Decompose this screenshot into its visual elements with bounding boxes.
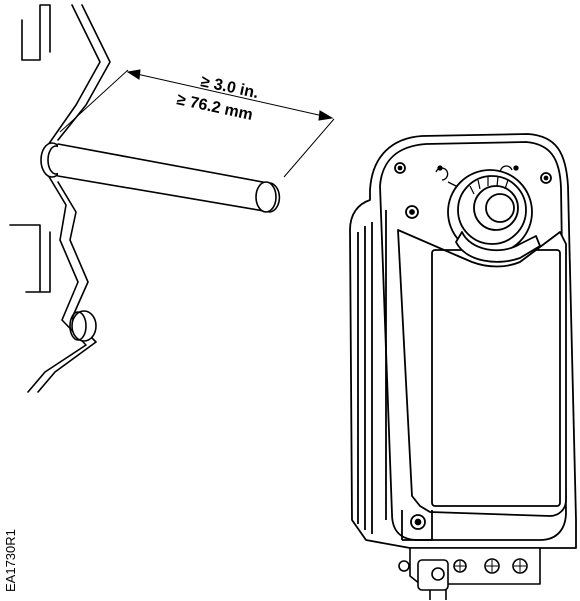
shaft-end: [255, 181, 277, 213]
side-screw-left: [398, 560, 410, 572]
damper-blade-edge: [37, 4, 111, 393]
conduit-socket-hole: [431, 567, 445, 581]
coupling-bore: [485, 193, 515, 223]
damper-assembly: [9, 4, 281, 393]
ground-screw-left-slot: [455, 561, 465, 571]
conduit-stub: [429, 590, 447, 600]
damper-blade: [27, 4, 101, 393]
extension-line-right: [283, 118, 335, 178]
shaft-length-dimension: [59, 69, 335, 178]
arrowhead-right: [318, 110, 334, 121]
top-left-screw-dot: [397, 165, 403, 171]
ground-screw-mid-slot: [486, 560, 498, 572]
actuator: [349, 133, 577, 549]
lower-frame-bracket: [9, 224, 51, 293]
top-right-screw-dot: [543, 175, 549, 181]
coupling-teeth: [469, 176, 509, 195]
ground-screw-right-slot: [514, 560, 526, 572]
bottom-corner-bracket: [401, 510, 433, 541]
drawing-code-label: EA1730R1: [3, 529, 18, 592]
arrowhead-left: [126, 69, 141, 80]
damper-shaft: [57, 143, 281, 213]
dimension-line: [127, 71, 333, 119]
conduit-block: [398, 547, 541, 600]
rivet-head: [71, 310, 97, 342]
housing-side-rail: [357, 210, 387, 534]
extension-line-left: [59, 69, 129, 133]
coupling-clamp: [455, 231, 541, 263]
bottom-left-screw-dot: [414, 518, 422, 526]
upper-frame-bracket: [21, 4, 51, 61]
rivet-edge: [69, 311, 87, 341]
mid-left-screw-dot: [409, 209, 415, 215]
actuator-cover: [397, 229, 567, 517]
